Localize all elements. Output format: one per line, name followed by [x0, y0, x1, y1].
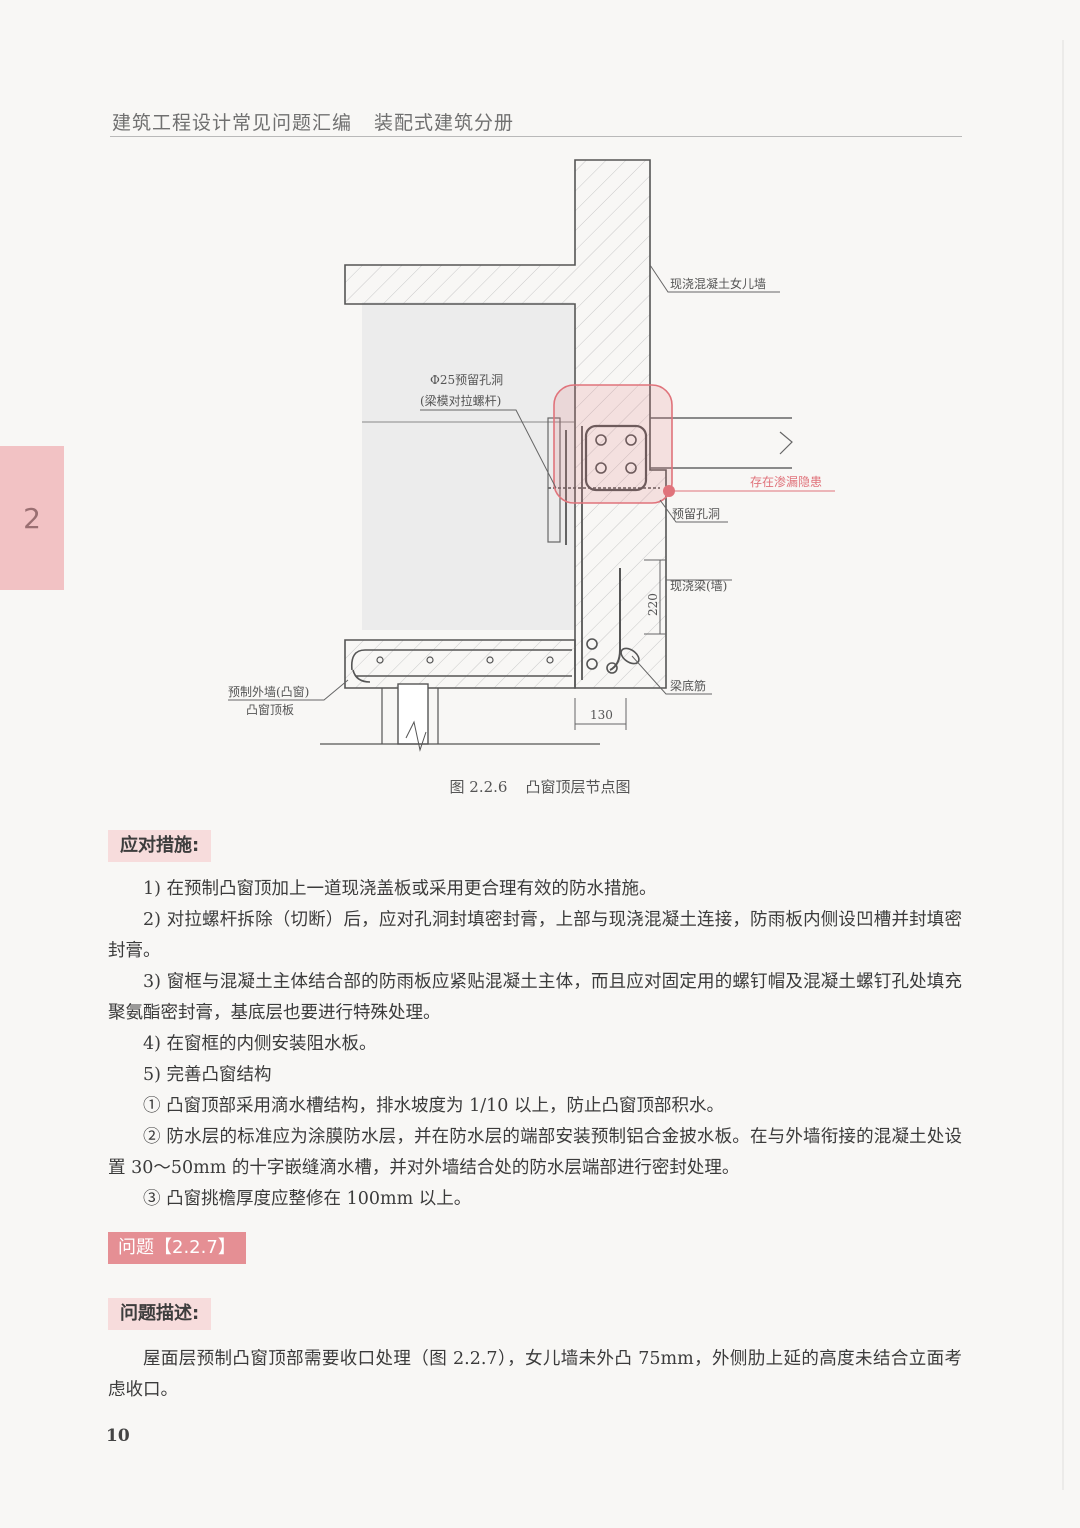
problem-desc-heading: 问题描述: [108, 1298, 212, 1330]
beam-bottom-rebar-dots [586, 638, 640, 674]
measure-item: ① 凸窗顶部采用滴水槽结构，排水坡度为 1/10 以上，防止凸窗顶部积水。 [143, 1096, 724, 1116]
chapter-tab: 2 [0, 446, 64, 590]
label-precast-wall: 预制外墙(凸窗) [228, 685, 309, 699]
label-beam-bottom-bar: 梁底筋 [670, 678, 706, 693]
leak-risk-highlight [553, 384, 673, 504]
measures-heading: 应对措施: [108, 830, 212, 862]
leader-precast-wall [228, 679, 349, 701]
leader-hole [420, 409, 557, 489]
header-rule [110, 136, 962, 137]
running-header: 建筑工程设计常见问题汇编装配式建筑分册 [112, 108, 514, 135]
measure-item: 1) 在预制凸窗顶加上一道现浇盖板或采用更合理有效的防水措施。 [143, 879, 657, 899]
dim-130-line [574, 698, 627, 730]
measure-item: ② 防水层的标准应为涂膜防水层，并在防水层的端部安装预制铝合金披水板。在与外墙衔… [108, 1127, 962, 1178]
problem-desc: 屋面层预制凸窗顶部需要收口处理（图 2.2.7），女儿墙未外凸 75mm，外侧肋… [108, 1344, 962, 1406]
dim-220-label: 220 [646, 593, 660, 616]
label-hole-spec: Φ25预留孔洞 [430, 373, 503, 387]
leader-reserved-hole [659, 499, 728, 523]
label-cast-beam: 现浇梁(墙) [670, 578, 727, 593]
beam-stirrup [584, 424, 648, 492]
beam-bottom-bars [609, 568, 621, 671]
leader-parapet [649, 264, 780, 293]
page-number: 10 [106, 1426, 130, 1446]
dim-130-label: 130 [590, 708, 613, 722]
book-title: 建筑工程设计常见问题汇编 [112, 112, 353, 134]
top-rebar-dots [595, 434, 637, 474]
slab-break-mark [779, 431, 793, 455]
label-hole-note: (梁模对拉螺杆) [420, 393, 501, 408]
slab-rebar [350, 649, 572, 683]
figure-number: 图 2.2.6 [449, 778, 508, 796]
volume-title: 装配式建筑分册 [374, 112, 515, 134]
slab-rebar-dots [376, 656, 554, 664]
leak-point-marker [663, 485, 675, 497]
dim-220-line [644, 559, 666, 635]
measure-item: ③ 凸窗挑檐厚度应整修在 100mm 以上。 [143, 1189, 472, 1209]
measure-item: 4) 在窗框的内侧安装阻水板。 [143, 1034, 377, 1054]
node-detail-drawing: 存在渗漏隐患 220 130 现浇混凝土女儿墙 Φ25预留孔洞 (梁模对拉螺杆)… [228, 159, 835, 752]
wall-vertical-rebar [565, 426, 583, 680]
measure-item: 5) 完善凸窗结构 [143, 1065, 272, 1085]
leader-beam-bottom-bar [631, 655, 712, 695]
label-parapet: 现浇混凝土女儿墙 [670, 276, 766, 291]
problem-tag: 问题【2.2.7】 [108, 1232, 246, 1264]
measures-list: 1) 在预制凸窗顶加上一道现浇盖板或采用更合理有效的防水措施。 2) 对拉螺杆拆… [108, 874, 962, 1215]
figure-title: 凸窗顶层节点图 [525, 778, 631, 796]
window-frame [397, 683, 429, 745]
chapter-number: 2 [23, 501, 41, 535]
label-bay-top-slab: 凸窗顶板 [246, 703, 294, 717]
figure-caption: 图 2.2.6 凸窗顶层节点图 [0, 776, 1080, 797]
label-reserved-hole: 预留孔洞 [672, 507, 720, 521]
lower-break-mark [405, 720, 427, 752]
lower-wall-lines [320, 688, 600, 745]
measure-item: 2) 对拉螺杆拆除（切断）后，应对孔洞封填密封膏，上部与现浇混凝土连接，防雨板内… [108, 910, 962, 961]
bay-window-top-slab [344, 639, 576, 689]
page-edge-line [1062, 40, 1064, 1490]
floor-slab [650, 417, 792, 469]
problem-desc-text: 屋面层预制凸窗顶部需要收口处理（图 2.2.7），女儿墙未外凸 75mm，外侧肋… [108, 1349, 962, 1400]
measure-item: 3) 窗框与混凝土主体结合部的防雨板应紧贴混凝土主体，而且应对固定用的螺钉帽及混… [108, 972, 962, 1023]
leak-risk-label: 存在渗漏隐患 [750, 474, 822, 489]
precast-wall-face [362, 302, 574, 630]
